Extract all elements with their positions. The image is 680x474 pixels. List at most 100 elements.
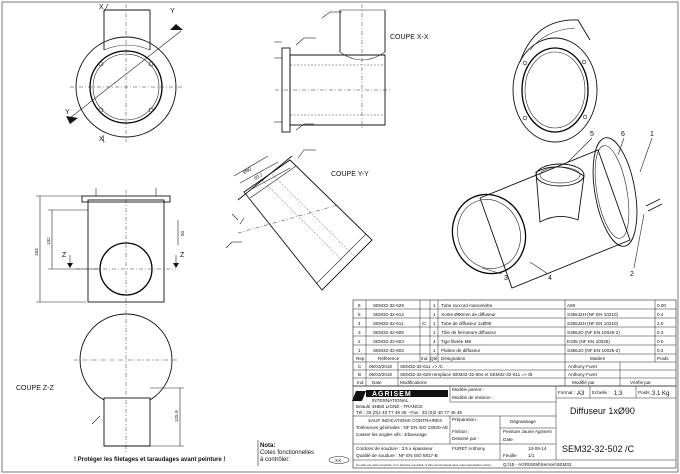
part-rep: 6 — [358, 303, 361, 308]
dim-yy-1: Ø90 — [242, 166, 252, 175]
nota-line-2: à contrôler: — [260, 457, 290, 463]
drawn-by-value: FURET Anthony — [452, 446, 486, 451]
part-rep: 3 — [358, 330, 361, 335]
part-weight: 0.4 — [657, 312, 664, 317]
col-designation: Désignation — [441, 356, 466, 361]
part-qty: 1 — [433, 330, 436, 335]
front-view — [66, 3, 183, 144]
part-material: S355JO (NF EN 10025-2) — [567, 348, 620, 353]
rev-by: Anthony Furet — [568, 372, 598, 377]
rev-ind: C — [358, 364, 362, 369]
col-material: Matière — [590, 356, 606, 361]
col-ref: Référence — [378, 356, 400, 361]
cut-label-z-left: Z — [62, 252, 67, 259]
dim-183: 183 — [34, 248, 39, 256]
rev-col-ind: Ind — [357, 380, 364, 385]
prep-value: Dégraissage — [510, 419, 536, 424]
rev-col-text: Modifications — [400, 380, 428, 385]
part-weight: 0.2 — [657, 348, 664, 353]
nota-title: Nota: — [260, 443, 275, 449]
rev-col-check: Vérifié par — [630, 380, 651, 385]
part-qty: 1 — [433, 321, 436, 326]
part-rep: 1 — [358, 348, 361, 353]
part-material: S355J2H (NF EN 10210) — [567, 321, 619, 326]
part-rep: 5 — [358, 312, 361, 317]
balloon-6: 6 — [621, 131, 625, 138]
section-zz-view — [74, 310, 184, 452]
balloon-1: 1 — [650, 131, 654, 138]
part-ref: SEM32-32-602 — [373, 348, 404, 353]
rev-col-by: Modifié par — [572, 380, 595, 385]
rev-date: 06/03/2018 — [369, 364, 392, 369]
part-ref: SEM32-32-611 — [373, 321, 404, 326]
part-qty: 1 — [433, 303, 436, 308]
isometric-view — [451, 137, 663, 289]
dim-132: 132 — [46, 237, 51, 245]
col-ind: Ind — [421, 356, 428, 361]
dim-125: 125.9 — [174, 410, 179, 422]
rev-text: SEM32-32-611 => /C — [400, 364, 444, 369]
part-weight: 0.00 — [657, 303, 666, 308]
scale-value: 1:3 — [614, 391, 623, 397]
cut-label-y-top: Y — [170, 8, 175, 15]
part-designation: Tige filetée M8 — [441, 339, 471, 344]
date-value: 13-09-14 — [528, 446, 547, 451]
part-ref: SEM32-32-612 — [373, 312, 404, 317]
parts-list-table — [352, 299, 677, 387]
part-designation: Tôle de fermeture diffuseur — [441, 330, 497, 335]
drawn-by-label: Dessiné par : — [452, 436, 479, 441]
balloon-5: 5 — [590, 131, 594, 138]
rev-date: 06/03/2018 — [369, 372, 392, 377]
assembly-label: Modèle parent : — [452, 387, 484, 392]
part-designation: Platine de diffuseur — [441, 348, 481, 353]
col-qty: Qté — [430, 356, 438, 361]
part-weight: 2.0 — [657, 321, 664, 326]
part-weight: 0.3 — [657, 330, 664, 335]
cut-label-y-bottom: Y — [65, 109, 70, 116]
col-rep: Rep — [356, 356, 365, 361]
rev-ind: B — [358, 372, 361, 377]
company-sub: INTERNATIONAL — [372, 398, 409, 403]
section-zz-title: COUPE Z-Z — [16, 385, 54, 392]
balloon-4: 4 — [548, 275, 552, 282]
file-path: Q:\15 - AGRISEM\Semoir\SEM32 — [503, 462, 572, 467]
rev-col-date: Date — [372, 380, 382, 385]
flange-side-view — [512, 19, 598, 143]
rev-text: SEM32-32-629 remplace SEM32-32-604 et SE… — [400, 372, 532, 377]
section-xx-title: COUPE X-X — [390, 34, 429, 41]
tolerance-title: SAUF INDICATIONS CONTRAIRES — [368, 418, 442, 423]
title-block — [352, 385, 677, 469]
section-yy-view — [225, 149, 373, 291]
tolerance-line-2: Casser les angles vifs : Ebavurage — [356, 432, 427, 437]
cut-label-x-top: X — [99, 4, 104, 11]
company-address: Beaulé 44850 LIGNÉ - FRANCE — [356, 403, 422, 409]
section-yy-title: COUPE Y-Y — [331, 171, 369, 178]
part-designation: Tube de diffuseur 1xØ90 — [441, 321, 492, 326]
weight-value: 3.1 Kg — [652, 391, 669, 397]
tolerance-line-4: Qualité de soudure : NF EN ISO 5817-B — [356, 453, 438, 458]
part-qty: 1 — [433, 312, 436, 317]
company-name: AGRISEM — [372, 391, 412, 398]
agrisem-logo-icon — [352, 391, 366, 401]
date-label: Date — [503, 437, 513, 442]
cut-label-x-bottom: X — [99, 136, 104, 143]
part-qty: 1 — [433, 348, 436, 353]
part-rep: 2 — [358, 339, 361, 344]
dim-yy-2: 60.2 — [253, 172, 264, 181]
assembly2-label: Modèle de révision : — [452, 395, 493, 400]
prep-label: Préparation : — [452, 417, 478, 422]
rev-by: Anthony Furet — [568, 364, 598, 369]
part-rep: 4 — [358, 321, 361, 326]
balloon-2: 2 — [630, 271, 634, 278]
part-designation: Sortie Ø90mm de diffuseur — [441, 312, 496, 317]
company-phone: Tél : 33 (0)2 40 77 48 45 - Fax : 33 (0)… — [356, 410, 462, 415]
parts-rows: 6 SEM32-32-629 1 Tube raccord manomètre … — [356, 303, 669, 361]
part-material: S355J2H (NF EN 10210) — [567, 312, 619, 317]
part-qty: 4 — [433, 339, 436, 344]
format-label: Format : — [558, 390, 575, 395]
nota-line-1: Cotes fonctionnelles — [260, 450, 314, 456]
part-weight: 0.0 — [657, 339, 664, 344]
part-material: A60 — [567, 303, 576, 308]
scale-label: Echelle : — [592, 390, 610, 395]
tolerance-line-1: Tolérances générales : NF EN ISO 13920-A… — [356, 425, 448, 430]
